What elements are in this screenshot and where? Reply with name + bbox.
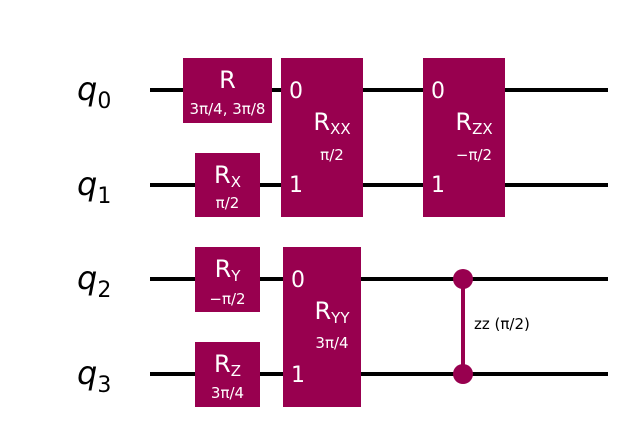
rzx-gate-name: RZX	[455, 108, 492, 138]
r-gate: R 3π/4, 3π/8	[183, 58, 272, 123]
rzx-gate-box	[423, 58, 505, 217]
ryy-port-0: 0	[291, 268, 305, 293]
rz-gate-name: RZ	[214, 350, 241, 380]
rz-gate-param: 3π/4	[211, 384, 244, 402]
zz-node-q3	[453, 364, 473, 384]
rx-gate-name: RX	[214, 161, 241, 191]
rzx-port-1: 1	[431, 173, 445, 198]
ryy-port-1: 1	[291, 363, 305, 388]
ryy-gate-name: RYY	[314, 297, 350, 327]
rz-gate: RZ 3π/4	[195, 342, 260, 407]
ryy-gate-param: 3π/4	[315, 334, 348, 352]
rzx-port-0: 0	[431, 79, 445, 104]
ry-gate-box	[195, 247, 260, 312]
rz-gate-box	[195, 342, 260, 407]
rxx-gate-name: RXX	[313, 108, 350, 138]
rxx-gate: 0 1 RXX π/2	[281, 58, 363, 217]
ry-gate-name: RY	[215, 255, 242, 285]
qubit-label-q0: q0	[77, 70, 111, 114]
rx-gate-box	[195, 153, 260, 217]
rx-gate: RX π/2	[195, 153, 260, 217]
rxx-port-1: 1	[289, 173, 303, 198]
ry-gate-param: −π/2	[209, 290, 245, 308]
ryy-gate-box	[283, 247, 361, 407]
ry-gate: RY −π/2	[195, 247, 260, 312]
r-gate-box	[183, 58, 272, 123]
qubit-label-q1: q1	[77, 165, 111, 209]
rzx-gate-param: −π/2	[456, 146, 492, 164]
rxx-port-0: 0	[289, 79, 303, 104]
rxx-gate-param: π/2	[320, 146, 344, 164]
qubit-label-q3: q3	[77, 354, 111, 398]
rxx-gate-box	[281, 58, 363, 217]
rzx-gate: 0 1 RZX −π/2	[423, 58, 505, 217]
zz-gate-label: zz (π/2)	[474, 315, 530, 333]
r-gate-param: 3π/4, 3π/8	[190, 100, 266, 118]
ryy-gate: 0 1 RYY 3π/4	[283, 247, 361, 407]
zz-node-q2	[453, 269, 473, 289]
qubit-label-q2: q2	[77, 259, 111, 303]
rx-gate-param: π/2	[216, 194, 240, 212]
r-gate-name: R	[219, 66, 236, 94]
zz-gate: zz (π/2)	[453, 269, 530, 384]
